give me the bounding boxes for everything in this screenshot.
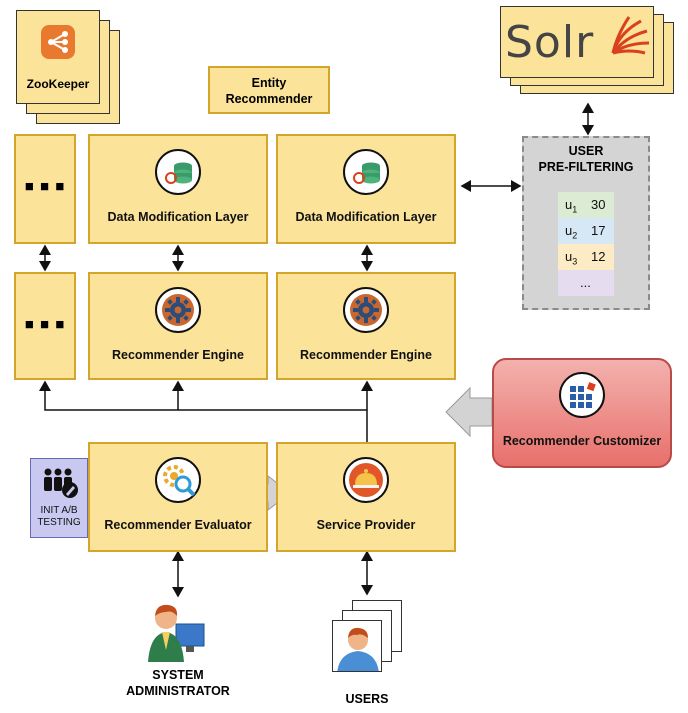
users-label: USERS: [345, 692, 389, 706]
block-arrow-customizer: [445, 386, 493, 438]
prefilter-user: u1: [565, 197, 578, 215]
entity-recommender-line2: Recommender: [225, 92, 313, 106]
service-provider-label: Service Provider: [316, 518, 416, 532]
prefilter-user: u2: [565, 223, 578, 241]
customize-blocks-icon: [559, 372, 605, 418]
abtest-line1: INIT A/B: [40, 505, 78, 516]
dots-bottom-label: ■ ■ ■: [24, 316, 66, 333]
entity-recommender-line1: Entity: [251, 76, 287, 90]
service-bell-icon: [343, 457, 389, 503]
customizer-box: Recommender Customizer: [492, 358, 672, 468]
solr-logo-text: Solr: [505, 17, 595, 68]
user-prefilter-title-line2: PRE-FILTERING: [538, 160, 634, 174]
prefilter-value: 12: [591, 249, 606, 264]
user-avatar-icon: [337, 627, 379, 671]
engine-left-box: Recommender Engine: [88, 272, 268, 380]
engine-right-box: Recommender Engine: [276, 272, 456, 380]
prefilter-value: 17: [591, 223, 606, 238]
user-card: [332, 620, 382, 672]
zookeeper-card: ZooKeeper: [16, 10, 100, 104]
database-icon: [343, 149, 389, 195]
engine-left-label: Recommender Engine: [112, 348, 244, 362]
service-provider-box: Service Provider: [276, 442, 456, 552]
solr-sun-icon: [611, 16, 650, 55]
prefilter-user: u3: [565, 249, 578, 267]
dml-right-label: Data Modification Layer: [295, 210, 437, 224]
dots-top-label: ■ ■ ■: [24, 178, 66, 195]
prefilter-value: 30: [591, 197, 606, 212]
prefilter-row: ...: [558, 270, 614, 296]
dml-left-label: Data Modification Layer: [107, 210, 249, 224]
prefilter-row: u2 17: [558, 218, 614, 244]
database-icon: [155, 149, 201, 195]
user-prefilter-title-line1: USER: [568, 144, 604, 158]
engine-right-label: Recommender Engine: [300, 348, 432, 362]
prefilter-row: u1 30: [558, 192, 614, 218]
evaluation-gear-icon: [155, 457, 201, 503]
entity-recommender-box: Entity Recommender: [208, 66, 330, 114]
sysadmin-line1: SYSTEM: [152, 668, 204, 682]
abtest-box: INIT A/B TESTING: [30, 458, 88, 538]
prefilter-row: u3 12: [558, 244, 614, 270]
dots-box-top: ■ ■ ■: [14, 134, 76, 244]
dml-left-box: Data Modification Layer: [88, 134, 268, 244]
dots-box-bottom: ■ ■ ■: [14, 272, 76, 380]
gear-icon: [155, 287, 201, 333]
evaluator-label: Recommender Evaluator: [104, 518, 252, 532]
gear-icon: [343, 287, 389, 333]
dml-right-box: Data Modification Layer: [276, 134, 456, 244]
sysadmin-icon: [148, 604, 205, 662]
prefilter-value: ...: [580, 275, 591, 290]
zookeeper-label: ZooKeeper: [26, 77, 90, 91]
abtest-line2: TESTING: [37, 517, 81, 528]
sysadmin-line2: ADMINISTRATOR: [126, 684, 230, 698]
bus-line: [39, 380, 368, 442]
evaluator-box: Recommender Evaluator: [88, 442, 268, 552]
solr-card: Solr: [500, 6, 654, 78]
customizer-label: Recommender Customizer: [502, 434, 662, 448]
zookeeper-icon: [41, 25, 75, 59]
team-edit-icon: [44, 468, 78, 498]
